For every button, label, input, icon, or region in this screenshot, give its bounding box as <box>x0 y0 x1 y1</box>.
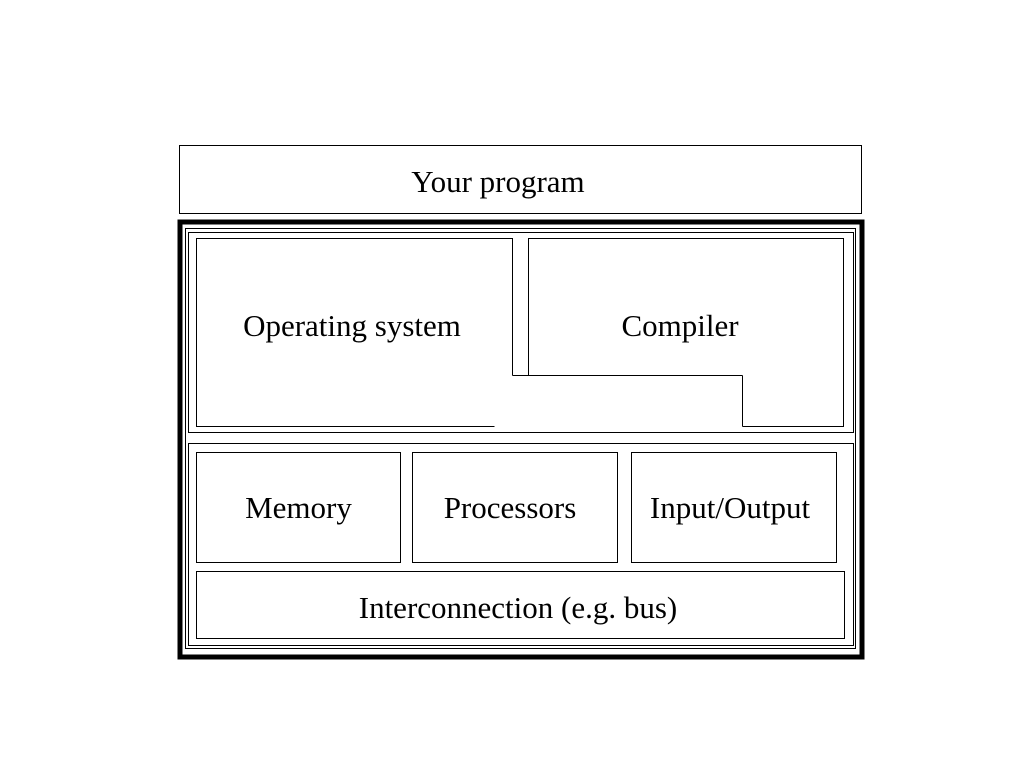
processors-box <box>412 452 618 563</box>
system-outer-border <box>177 219 865 660</box>
operating-system-region: Operating system <box>196 238 743 427</box>
hardware-layer: Memory Processors Input/Output Interconn… <box>188 443 854 646</box>
program-layer: Your program <box>179 145 862 214</box>
operating-system-label: Operating system <box>243 308 461 343</box>
memory-box-group: Memory <box>196 452 401 563</box>
processors-box-group: Processors <box>412 452 618 563</box>
program-label: Your program <box>411 164 584 199</box>
interconnect-label: Interconnection (e.g. bus) <box>359 590 678 625</box>
interconnect-box-group: Interconnection (e.g. bus) <box>196 571 845 639</box>
compiler-label: Compiler <box>621 308 739 343</box>
compiler-region: Compiler <box>528 238 844 427</box>
hardware-layer-border <box>188 443 854 646</box>
memory-box <box>196 452 401 563</box>
system-inner-border <box>185 228 856 649</box>
processors-label: Processors <box>444 490 577 525</box>
compiler-outline <box>528 238 844 427</box>
software-layer-border <box>188 232 854 433</box>
memory-label: Memory <box>245 490 352 525</box>
io-box <box>631 452 837 563</box>
software-layer: Operating system Compiler <box>188 232 854 433</box>
interconnect-box <box>196 571 845 639</box>
operating-system-outline <box>196 238 513 427</box>
io-box-group: Input/Output <box>631 452 837 563</box>
io-label: Input/Output <box>650 490 811 525</box>
system-frame <box>177 219 865 660</box>
program-box <box>179 145 862 214</box>
